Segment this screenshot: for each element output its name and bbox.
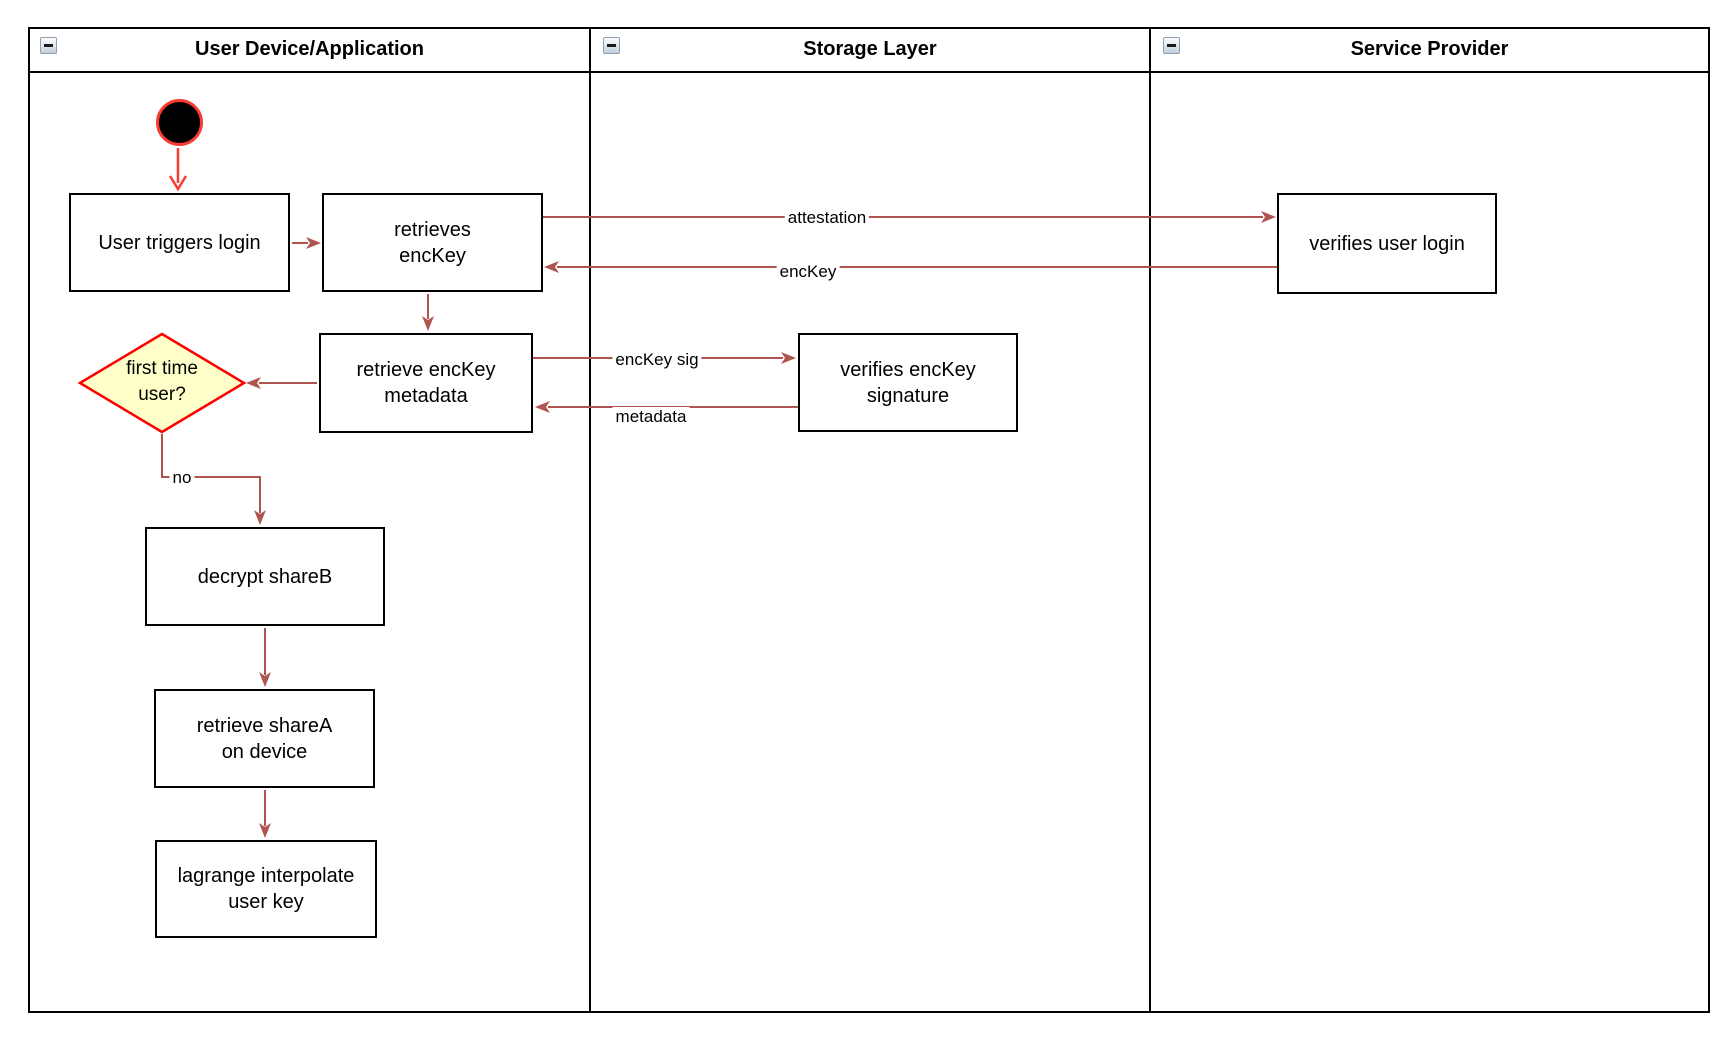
node-retrieves-enckey[interactable]: retrieves encKey — [322, 193, 543, 292]
node-retrieve-enckey-metadata[interactable]: retrieve encKey metadata — [319, 333, 533, 433]
minus-icon — [1167, 44, 1176, 47]
node-user-triggers-login[interactable]: User triggers login — [69, 193, 290, 292]
lane-divider — [1149, 27, 1151, 1013]
decision-first-time-user[interactable] — [70, 324, 254, 442]
decision-label: first time user? — [126, 358, 198, 405]
edge-label-metadata: metadata — [612, 407, 690, 427]
edge-label-enckey-sig: encKey sig — [612, 350, 702, 370]
lane-title-service-provider: Service Provider — [1350, 38, 1509, 60]
node-decrypt-shareb[interactable]: decrypt shareB — [145, 527, 385, 626]
collapse-lane-button[interactable] — [1163, 37, 1180, 54]
edge-label-no: no — [169, 468, 195, 488]
edge-label-attestation: attestation — [784, 208, 870, 228]
node-verifies-user-login[interactable]: verifies user login — [1277, 193, 1497, 294]
lane-title-user-device: User Device/Application — [195, 38, 424, 60]
node-lagrange-interpolate[interactable]: lagrange interpolate user key — [155, 840, 377, 938]
lane-divider — [589, 27, 591, 1013]
collapse-lane-button[interactable] — [603, 37, 620, 54]
diamond-shape — [77, 332, 247, 434]
diagram-border — [28, 27, 1710, 1013]
minus-icon — [607, 44, 616, 47]
collapse-lane-button[interactable] — [40, 37, 57, 54]
node-verifies-enckey-signature[interactable]: verifies encKey signature — [798, 333, 1018, 432]
minus-icon — [44, 44, 53, 47]
lane-header-divider — [28, 71, 1710, 73]
node-retrieve-sharea[interactable]: retrieve shareA on device — [154, 689, 375, 788]
lane-title-storage-layer: Storage Layer — [803, 38, 937, 60]
start-node[interactable] — [156, 99, 203, 146]
edge-label-enckey: encKey — [776, 262, 840, 282]
